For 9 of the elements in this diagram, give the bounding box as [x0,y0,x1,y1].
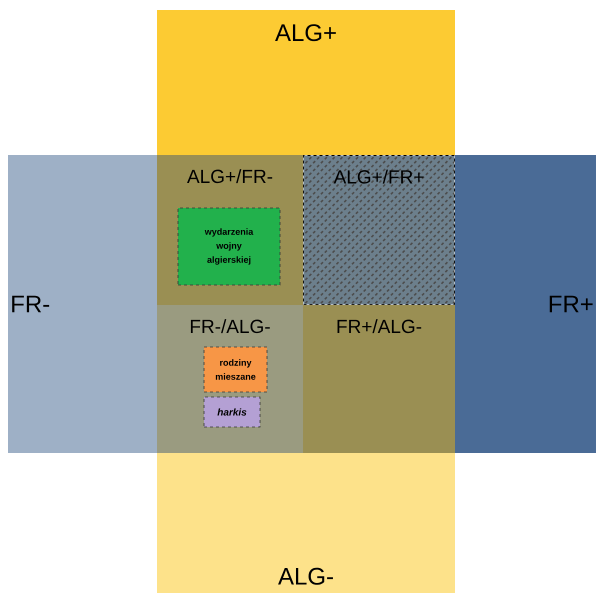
axis-band: FR- [8,154,157,453]
axis-band: ALG- [157,452,455,593]
axis-band: ALG+ [157,10,455,155]
category-box: rodziny mieszane [204,346,268,392]
axis-band: FR+ [455,154,596,453]
category-box: wydarzenia wojny algierskiej [178,208,280,286]
quadrant-box: FR+/ALG- [303,304,455,453]
category-box: harkis [204,396,260,428]
quadrant-box: ALG+/FR+ [303,155,455,305]
